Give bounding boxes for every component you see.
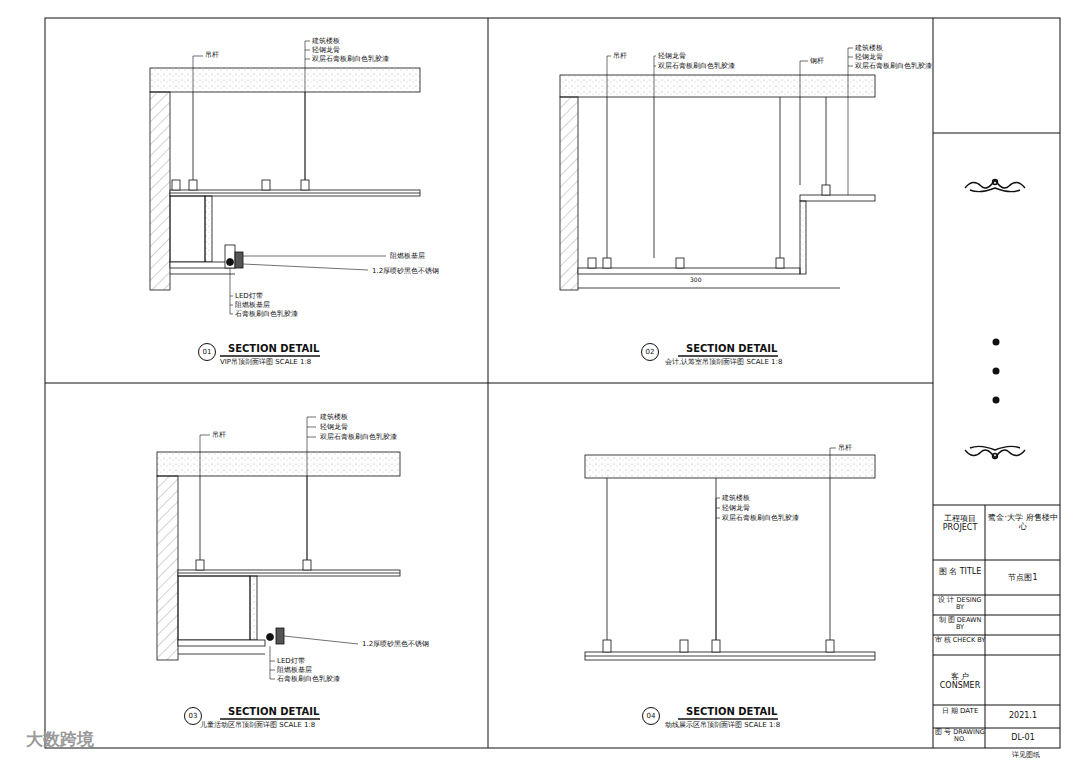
part-label: 钢杆 <box>810 57 824 65</box>
title-block-cell: 制 图 DEAWN BY <box>934 617 986 632</box>
callout-circle: 03 <box>184 707 202 725</box>
part-label: 轻钢龙骨 <box>320 423 348 431</box>
title-block-cell: 2021.1 <box>986 711 1060 720</box>
part-label: 吊杆 <box>613 52 627 60</box>
part-label: LED灯带 <box>277 657 305 665</box>
part-label: 阻燃板基层 <box>390 252 425 260</box>
heading-label: SECTION DETAIL <box>228 706 319 718</box>
part-label: 双层石膏板刷白色乳胶漆 <box>320 433 397 441</box>
callout-number: 01 <box>203 349 212 356</box>
part-label: 轻钢龙骨 <box>658 52 686 60</box>
title-block-cell: 节点图1 <box>986 573 1060 582</box>
callout-circle: 04 <box>642 707 660 725</box>
title-block-cell: 设 计 DESING BY <box>934 597 986 612</box>
part-label: 阻燃板基层 <box>277 666 312 674</box>
part-label: VIP吊顶剖面详图 SCALE 1:8 <box>220 358 311 366</box>
title-block-cell: 客 户 CONSMER <box>935 672 985 690</box>
part-label: 建筑楼板 <box>722 494 750 502</box>
part-label: 吊杆 <box>205 51 219 59</box>
part-label: 双层石膏板刷白色乳胶漆 <box>855 62 932 70</box>
heading-label: SECTION DETAIL <box>686 706 777 718</box>
callout-circle: 01 <box>198 343 216 361</box>
heading-label: SECTION DETAIL <box>228 343 319 355</box>
part-label: 建筑楼板 <box>855 44 883 52</box>
title-block-cell: 日 期 DATE <box>934 707 986 715</box>
part-label: 轻钢龙骨 <box>855 53 883 61</box>
part-label: LED灯带 <box>235 292 263 300</box>
part-label: 详见图纸 <box>1012 751 1040 759</box>
part-label: 建筑楼板 <box>312 37 340 45</box>
part-label: 石膏板刷白色乳胶漆 <box>277 675 340 683</box>
part-label: 双层石膏板刷白色乳胶漆 <box>312 55 389 63</box>
part-label: 吊杆 <box>838 444 852 452</box>
part-label: 动线展示区吊顶剖面详图 SCALE 1:8 <box>665 721 780 729</box>
callout-circle: 02 <box>641 343 659 361</box>
part-label: 轻钢龙骨 <box>312 46 340 54</box>
watermark: 大数跨境 <box>26 730 94 750</box>
part-label: 石膏板刷白色乳胶漆 <box>235 310 298 318</box>
part-label: 会计,认筹室吊顶剖面详图 SCALE 1:8 <box>665 358 782 366</box>
heading-label: SECTION DETAIL <box>686 343 777 355</box>
part-label: 建筑楼板 <box>320 413 348 421</box>
part-label: 吊杆 <box>212 431 226 439</box>
title-block-cell: DL-01 <box>986 733 1060 742</box>
callout-number: 03 <box>189 713 198 720</box>
title-block-cell: 工程项目 PROJECT <box>935 514 985 532</box>
part-label: 双层石膏板刷白色乳胶漆 <box>722 514 799 522</box>
part-label: 阻燃板基层 <box>235 301 270 309</box>
part-label: 轻钢龙骨 <box>722 504 750 512</box>
callout-number: 02 <box>646 349 655 356</box>
part-label: 儿童活动区吊顶剖面详图 SCALE 1:8 <box>200 721 315 729</box>
part-label: 1.2厚喷砂黑色不锈钢 <box>372 267 439 275</box>
part-label: 1.2厚喷砂黑色不锈钢 <box>362 640 429 648</box>
part-label: 300 <box>690 277 701 284</box>
part-label: 双层石膏板刷白色乳胶漆 <box>658 62 735 70</box>
title-block-cell: 审 核 CHECK BY <box>934 637 986 644</box>
title-block-cell: 图 号 DRAWING NO. <box>933 729 987 744</box>
title-block-cell: 鹭金·大学 府售楼中心 <box>986 513 1060 531</box>
callout-number: 04 <box>647 713 656 720</box>
title-block-cell: 图 名 TITLE <box>935 567 985 576</box>
